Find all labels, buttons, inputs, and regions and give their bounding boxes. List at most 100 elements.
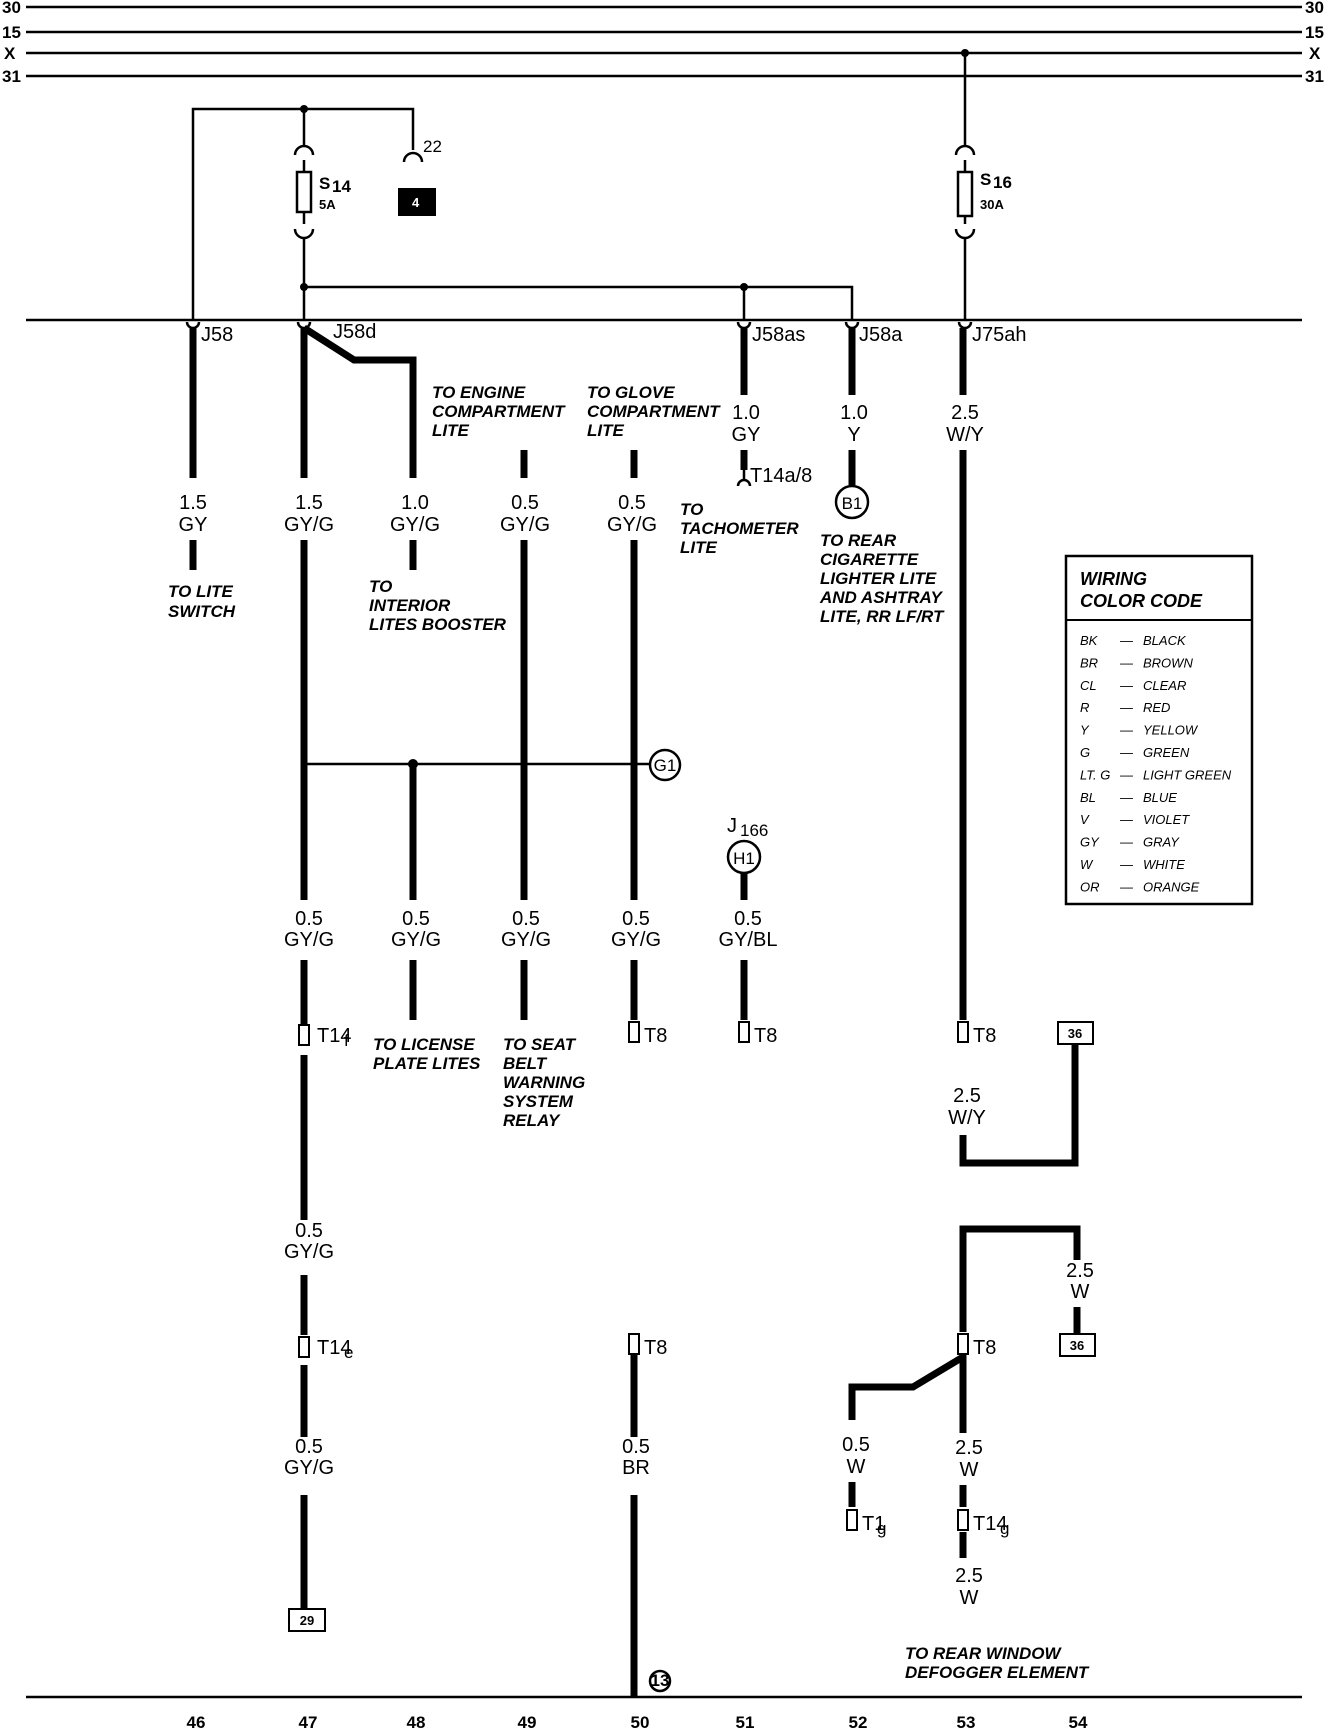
splice-h1-label: H1 — [733, 849, 755, 868]
note-interior-3: LITES BOOSTER — [369, 615, 507, 634]
legend-dash: — — [1119, 835, 1134, 850]
legend-title-1: WIRING — [1080, 569, 1147, 589]
circuit-47: 1.5 GY/G 0.5 GY/G T14 f 0.5 GY/G T14 e 0… — [284, 325, 417, 1632]
wire-53c-gauge: 2.5 — [955, 1437, 983, 1459]
legend-dash: — — [1119, 700, 1134, 715]
note-rear-cig-5: LITE, RR LF/RT — [820, 607, 945, 626]
wire-47d-gauge: 0.5 — [295, 1436, 323, 1458]
wire-52a-gauge: 1.0 — [840, 402, 868, 424]
note-seatbelt-4: SYSTEM — [503, 1092, 574, 1111]
ref-box-36-lower — [1059, 1333, 1096, 1357]
column-numbers: 46 47 48 49 50 51 52 53 54 — [187, 1713, 1088, 1732]
bus-label-30-right: 30 — [1305, 0, 1324, 17]
wire-52a-color: Y — [847, 424, 860, 446]
color-code-legend: WIRING COLOR CODE BK—BLACKBR—BROWNCL—CLE… — [1064, 554, 1254, 906]
circuit-51: 1.0 GY T14a/8 TO TACHOMETER LITE J 166 H… — [680, 328, 812, 1047]
connector-t8-51-symbol — [738, 1021, 750, 1043]
splice-g1-label: G1 — [654, 756, 677, 775]
connector-j58: J58 — [201, 324, 233, 346]
note-rear-cig-4: AND ASHTRAY — [819, 588, 943, 607]
column-number-51: 51 — [736, 1713, 755, 1732]
legend-dash: — — [1119, 790, 1134, 805]
column-number-49: 49 — [518, 1713, 537, 1732]
wire-50a-gauge: 0.5 — [618, 492, 646, 514]
column-number-53: 53 — [957, 1713, 976, 1732]
wire-52b-gauge: 0.5 — [842, 1434, 870, 1456]
bus-label-15-right: 15 — [1305, 23, 1324, 42]
note-rear-cig-2: CIGARETTE — [820, 550, 919, 569]
wire-51a-color: GY — [732, 424, 761, 446]
connector-j75ah: J75ah — [972, 324, 1027, 346]
connector-t14g-symbol — [957, 1509, 969, 1531]
wire-49a-color: GY/G — [500, 514, 550, 536]
legend-color-name: ORANGE — [1143, 879, 1200, 894]
note-engine-1: TO ENGINE — [432, 383, 526, 402]
ground-point-13 — [648, 1669, 672, 1693]
legend-title-2: COLOR CODE — [1080, 591, 1203, 611]
connector-t8-50b-symbol — [628, 1333, 640, 1355]
legend-code: R — [1080, 700, 1089, 715]
ref-box-36-lower-text: 36 — [1070, 1338, 1084, 1353]
bus-label-31-right: 31 — [1305, 67, 1324, 86]
note-tacho-2: TACHOMETER — [680, 519, 799, 538]
note-interior-1: TO — [369, 577, 392, 596]
bus-label-x-left: X — [4, 44, 16, 63]
wire-50a-color: GY/G — [607, 514, 657, 536]
note-rear-cig-1: TO REAR — [820, 531, 897, 550]
wire-53a-gauge: 2.5 — [951, 402, 979, 424]
s16-feed: S 16 30A — [954, 49, 1012, 320]
legend-color-name: GRAY — [1143, 835, 1180, 850]
connector-t1g-sub: g — [877, 1519, 886, 1538]
column-number-48: 48 — [407, 1713, 426, 1732]
connector-t14f: T14 — [317, 1025, 351, 1047]
ref-box-36-upper-text: 36 — [1068, 1026, 1082, 1041]
legend-color-name: BROWN — [1143, 655, 1193, 670]
note-lite-switch-1: TO LITE — [168, 582, 234, 601]
legend-dash: — — [1119, 678, 1134, 693]
circuit-46: 1.5 GY TO LITE SWITCH — [168, 328, 236, 621]
connector-j58d: J58d — [333, 321, 376, 343]
legend-dash: — — [1119, 812, 1134, 827]
legend-dash: — — [1119, 633, 1134, 648]
circuit-48: 1.0 GY/G TO INTERIOR LITES BOOSTER 0.5 G… — [369, 492, 507, 1073]
legend-code: V — [1080, 812, 1090, 827]
note-seatbelt-1: TO SEAT — [503, 1035, 577, 1054]
wire-47c-gauge: 0.5 — [295, 1220, 323, 1242]
panel-terminals: J58 J58d J58as J58a J75ah — [185, 321, 1027, 346]
connector-t8-51: T8 — [754, 1025, 777, 1047]
splice-g1-circle — [648, 748, 682, 782]
wire-53b-gauge: 2.5 — [953, 1085, 981, 1107]
legend-color-name: CLEAR — [1143, 678, 1186, 693]
wire-47b-color: GY/G — [284, 929, 334, 951]
legend-code: BL — [1080, 790, 1096, 805]
splice-b1-circle — [834, 484, 870, 520]
legend-code: Y — [1080, 723, 1090, 738]
connector-j166-sub: 166 — [740, 821, 768, 840]
note-rear-cig-3: LIGHTER LITE — [820, 569, 937, 588]
wire-47a-color: GY/G — [284, 514, 334, 536]
bus-label-x-right: X — [1309, 44, 1321, 63]
bus-label-31-left: 31 — [2, 67, 21, 86]
fuse-s14-sub: 14 — [332, 177, 351, 196]
wire-48a-gauge: 1.0 — [401, 492, 429, 514]
fuse-s16-symbol — [956, 170, 974, 218]
ref-box-29 — [288, 1608, 326, 1632]
legend-code: W — [1080, 857, 1094, 872]
connector-t8-53b: T8 — [973, 1337, 996, 1359]
wire-49a-gauge: 0.5 — [511, 492, 539, 514]
connector-t14f-symbol — [298, 1024, 310, 1046]
connector-t14g: T14 — [973, 1513, 1007, 1535]
fuse-s16-sub: 16 — [993, 173, 1012, 192]
ref-box-4-text: 4 — [412, 195, 420, 210]
fuse-s14-name: S — [319, 174, 330, 193]
legend-color-name: BLACK — [1143, 633, 1187, 648]
legend-dash: — — [1119, 655, 1134, 670]
column-number-46: 46 — [187, 1713, 206, 1732]
wire-54-gauge: 2.5 — [1066, 1260, 1094, 1282]
wire-51a-gauge: 1.0 — [732, 402, 760, 424]
connector-t14e-sub: e — [344, 1343, 353, 1362]
note-glove-2: COMPARTMENT — [587, 402, 721, 421]
fuse-s14-rating: 5A — [319, 197, 336, 212]
wire-49b-color: GY/G — [501, 929, 551, 951]
